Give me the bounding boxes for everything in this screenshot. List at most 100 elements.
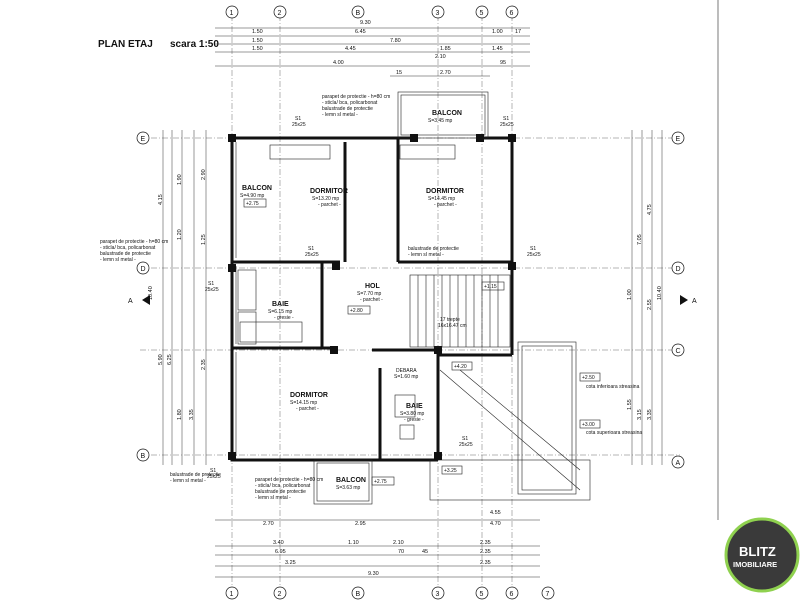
svg-text:- lemn sI metal -: - lemn sI metal -: [170, 478, 206, 484]
axis-label: E: [141, 136, 146, 143]
left-axis-markers: E D B: [136, 131, 150, 462]
fixtures: [237, 144, 456, 440]
svg-text:parapet de protectie - h=80 cm: parapet de protectie - h=80 cm: [255, 477, 323, 483]
stairs-label: 17 trepte: [440, 317, 460, 323]
svg-text:2.35: 2.35: [480, 540, 491, 546]
room-name: BALCON: [242, 185, 272, 192]
svg-text:3.35: 3.35: [647, 409, 653, 420]
svg-text:4.75: 4.75: [647, 204, 653, 215]
plan-scale: scara 1:50: [170, 39, 219, 50]
svg-text:10.40: 10.40: [657, 286, 663, 300]
svg-text:S1: S1: [295, 116, 301, 122]
svg-text:1.85: 1.85: [440, 46, 451, 52]
svg-text:1.80: 1.80: [177, 409, 183, 420]
room-floor: - gresie -: [274, 315, 294, 321]
svg-text:1.50: 1.50: [252, 29, 263, 35]
section-label: A: [692, 298, 697, 305]
room-floor: - parchet -: [434, 202, 457, 208]
level-tag: +4.20: [454, 364, 467, 370]
section-label: A: [128, 298, 133, 305]
level-tag: +3.00: [582, 422, 595, 428]
svg-text:S1: S1: [503, 116, 509, 122]
right-dimensions: 4.75 7.05 10.40 2.55 3.35 3.15 1.55 1.00: [627, 130, 663, 465]
svg-text:- lemn sI metal -: - lemn sI metal -: [100, 257, 136, 263]
svg-text:6.95: 6.95: [275, 549, 286, 555]
svg-text:25x25: 25x25: [205, 287, 219, 293]
level-tag: +1.15: [484, 284, 497, 290]
axis-label: 1: [230, 10, 234, 17]
svg-text:7.80: 7.80: [390, 38, 401, 44]
room-name: DORMITOR: [310, 188, 348, 195]
axis-label: 7: [546, 591, 550, 598]
room-name: BAIE: [406, 403, 423, 410]
svg-text:3.40: 3.40: [273, 540, 284, 546]
room-floor: - parchet -: [318, 202, 341, 208]
svg-text:1.50: 1.50: [252, 46, 263, 52]
svg-text:2.10: 2.10: [435, 54, 446, 60]
svg-text:95: 95: [500, 60, 506, 66]
svg-text:6.25: 6.25: [167, 354, 173, 365]
svg-text:4.15: 4.15: [158, 194, 164, 205]
structural-columns: [228, 134, 516, 460]
axis-label: 5: [480, 10, 484, 17]
walls: [230, 136, 514, 462]
room-area: S=14.15 mp: [290, 400, 317, 406]
svg-text:1.45: 1.45: [492, 46, 503, 52]
svg-text:25x25: 25x25: [459, 442, 473, 448]
svg-text:3.35: 3.35: [189, 409, 195, 420]
level-tag: +2.75: [374, 479, 387, 485]
logo-line1: BLITZ: [739, 544, 776, 559]
axis-label: 2: [278, 10, 282, 17]
svg-text:9.30: 9.30: [360, 20, 371, 26]
axis-label: 2: [278, 591, 282, 598]
svg-text:45: 45: [422, 549, 428, 555]
blitz-logo: BLITZ IMOBILIARE: [724, 517, 800, 593]
plan-title: PLAN ETAJ: [98, 39, 153, 50]
svg-text:7.05: 7.05: [637, 234, 643, 245]
annotation-notes: parapet de protectie - h=80 cm - sticla/…: [100, 94, 642, 501]
svg-text:S1: S1: [308, 246, 314, 252]
axis-label: D: [676, 266, 681, 273]
section-markers: A A: [128, 295, 697, 305]
svg-text:6.45: 6.45: [355, 29, 366, 35]
svg-text:S1: S1: [210, 468, 216, 474]
svg-text:5.90: 5.90: [158, 354, 164, 365]
axis-label: B: [356, 10, 361, 17]
axis-label: 3: [436, 591, 440, 598]
svg-text:4.00: 4.00: [333, 60, 344, 66]
room-area: S=4.90 mp: [240, 193, 265, 199]
svg-text:4.70: 4.70: [490, 521, 501, 527]
axis-label: 6: [510, 10, 514, 17]
top-axis-markers: 1 2 B 3 5 6: [225, 5, 519, 19]
svg-text:2.90: 2.90: [201, 169, 207, 180]
bottom-axis-markers: 1 2 B 3 5 6 7: [225, 586, 555, 600]
top-dimensions: 9.30 1.50 6.45 1.00 17 1.50 7.80 1.50 4.…: [215, 20, 530, 77]
room-area: S=3.80 mp: [400, 411, 425, 417]
room-area: S=3.63 mp: [336, 485, 361, 491]
svg-text:2.10: 2.10: [393, 540, 404, 546]
svg-text:2.70: 2.70: [440, 70, 451, 76]
axis-label: 1: [230, 591, 234, 598]
svg-text:parapet de protectie - h=80 cm: parapet de protectie - h=80 cm: [100, 239, 168, 245]
svg-text:1.00: 1.00: [627, 289, 633, 300]
level-tag: +2.75: [246, 201, 259, 207]
axis-label: E: [676, 136, 681, 143]
svg-text:S1: S1: [462, 436, 468, 442]
svg-text:25x25: 25x25: [527, 252, 541, 258]
svg-text:15: 15: [396, 70, 402, 76]
svg-text:- sticla/ bca, policarbonat: - sticla/ bca, policarbonat: [322, 100, 378, 106]
svg-text:balustrade de protectie: balustrade de protectie: [255, 489, 306, 495]
svg-text:25x25: 25x25: [500, 122, 514, 128]
room-floor: - parchet -: [296, 406, 319, 412]
column-tags: S1 25x25 S1 25x25 S1 25x25 S1 25x25 S1 2…: [205, 116, 541, 480]
svg-text:25x25: 25x25: [292, 122, 306, 128]
svg-text:1.10: 1.10: [348, 540, 359, 546]
svg-text:balustrade de protectie: balustrade de protectie: [408, 246, 459, 252]
room-name: DEBARA: [396, 368, 417, 374]
svg-text:S1: S1: [208, 281, 214, 287]
logo-line2: IMOBILIARE: [733, 560, 777, 569]
room-name: DORMITOR: [290, 392, 328, 399]
axis-label: 5: [480, 591, 484, 598]
svg-text:balustrade de protectie: balustrade de protectie: [100, 251, 151, 257]
